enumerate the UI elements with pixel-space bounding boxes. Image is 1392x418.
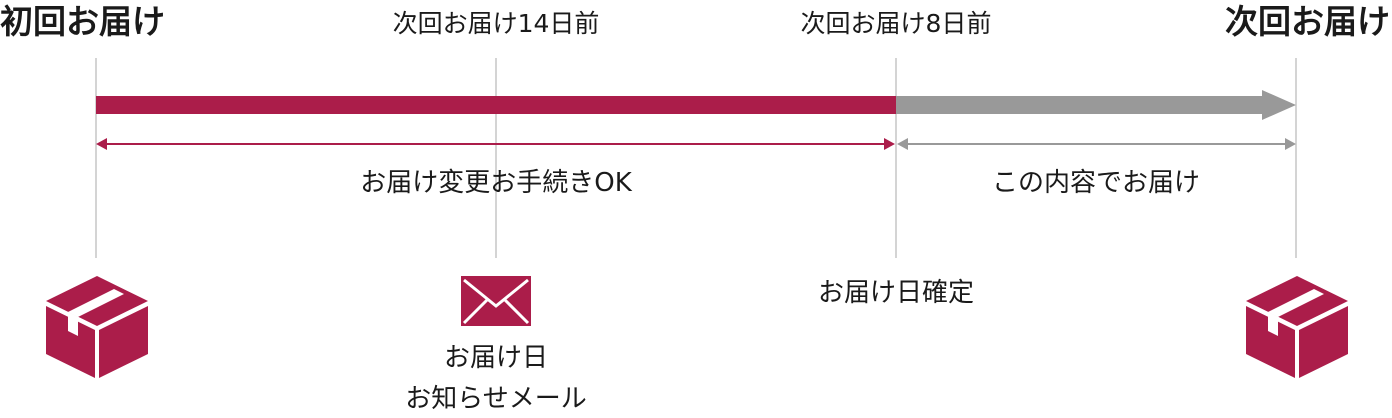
span-arrow-changeable-left-head: [96, 138, 107, 150]
span-arrow-changeable: [96, 138, 895, 150]
timeline-arrow-head: [1262, 90, 1296, 120]
next-delivery-box-left-face: [1246, 306, 1295, 378]
first-delivery-box-left-face: [46, 306, 95, 378]
first-delivery-box-tape: [68, 289, 124, 317]
envelope-body: [461, 276, 531, 326]
span-label-changeable: お届け変更お手続きOK: [360, 168, 632, 198]
envelope-flap: [463, 278, 529, 308]
span-arrow-changeable-right-head: [884, 138, 895, 150]
next-delivery-box-tape-tab: [1268, 312, 1278, 336]
next-delivery-box-icon: [1246, 276, 1348, 378]
span-arrow-fixed-right-head: [1285, 138, 1296, 150]
span-label-fixed: この内容でお届け: [992, 168, 1200, 198]
first-delivery-box-icon: [46, 276, 148, 378]
span-arrow-fixed-left-head: [897, 138, 908, 150]
timeline-bar-fixed: [896, 96, 1264, 114]
first-delivery-box-tape-tab: [68, 312, 78, 336]
next-delivery-box-tape: [1268, 289, 1324, 317]
timeline-bar-changeable: [96, 96, 896, 114]
notice-mail-label-line1: お届け日: [444, 343, 548, 373]
milestone-first-delivery: 初回お届け: [0, 2, 165, 41]
milestone-next-delivery: 次回お届け: [1225, 2, 1390, 41]
notice-mail-label-line2: お知らせメール: [405, 384, 586, 414]
first-delivery-box-right-face: [99, 306, 148, 378]
milestone-8-days-before: 次回お届け8日前: [801, 9, 992, 38]
tick-lines: [95, 58, 1297, 258]
envelope-fold-right: [503, 298, 530, 325]
envelope-fold-left: [462, 298, 489, 325]
mail-envelope-icon: [461, 276, 531, 326]
span-arrow-fixed: [897, 138, 1296, 150]
date-confirmed-label: お届け日確定: [818, 278, 974, 308]
milestone-14-days-before: 次回お届け14日前: [393, 9, 600, 38]
next-delivery-box-right-face: [1299, 306, 1348, 378]
